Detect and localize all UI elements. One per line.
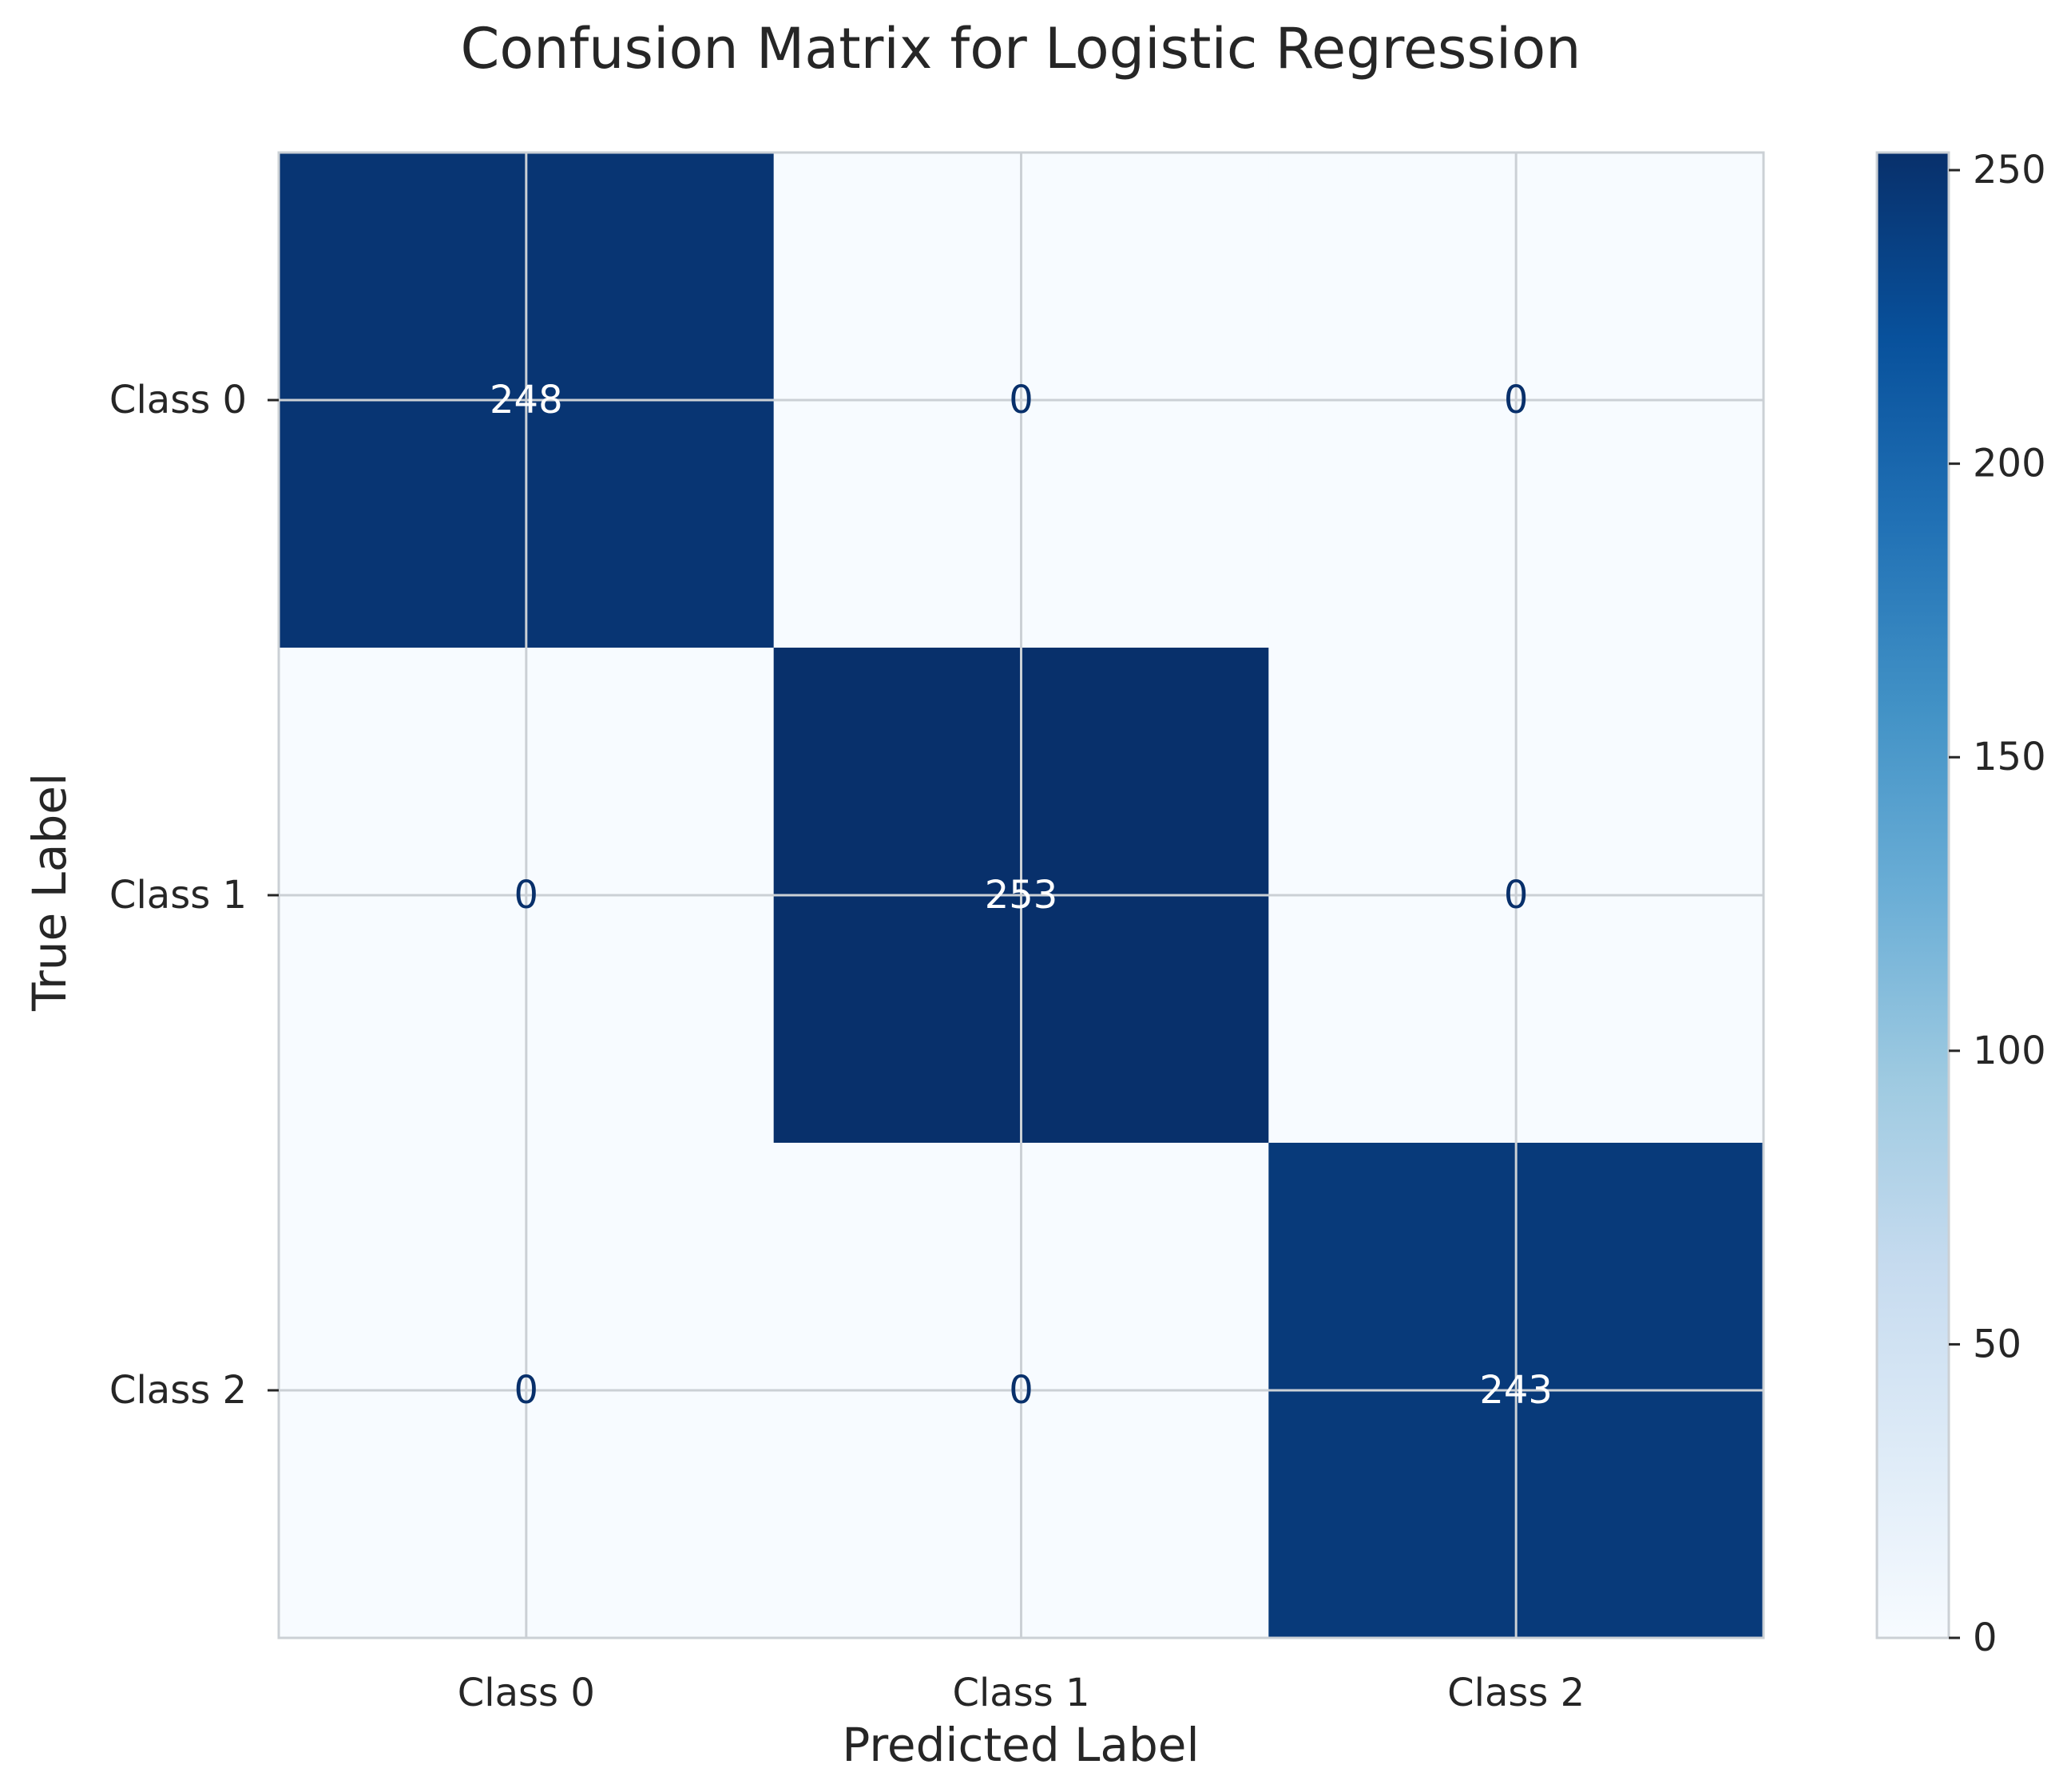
y-tick-label: Class 0 xyxy=(109,378,247,422)
x-tick-label: Class 0 xyxy=(458,1671,595,1715)
cell-value-label: 0 xyxy=(1504,873,1529,918)
cell-value-label: 0 xyxy=(1009,1368,1034,1413)
x-tick-label: Class 2 xyxy=(1447,1671,1585,1715)
cell-value-label: 0 xyxy=(1009,378,1034,422)
cell-value-label: 0 xyxy=(514,1368,539,1413)
y-tick-label: Class 1 xyxy=(109,873,247,918)
axes: Class 0 Class 1 Class 2 Class 0 Class 1 Class… xyxy=(109,151,1765,1715)
chart-title: Confusion Matrix for Logistic Regression xyxy=(460,16,1581,81)
cell-value-label: 0 xyxy=(1504,378,1529,422)
colorbar-gradient xyxy=(1875,151,1950,1639)
x-tick-label: Class 1 xyxy=(952,1671,1089,1715)
cell-value-label: 243 xyxy=(1479,1368,1553,1413)
grid-lines xyxy=(279,153,1764,1638)
x-axis-label: Predicted Label xyxy=(842,1718,1199,1772)
y-tick-label: Class 2 xyxy=(109,1368,247,1413)
colorbar-tick-label: 100 xyxy=(1973,1029,2046,1073)
cell-value-label: 0 xyxy=(514,873,539,918)
cell-value-labels: 248 0 0 0 253 0 0 0 243 xyxy=(490,378,1553,1413)
colorbar-tick-label: 0 xyxy=(1973,1616,1998,1660)
y-axis-label: True Label xyxy=(22,773,77,1012)
colorbar-tick-label: 50 xyxy=(1973,1322,2021,1366)
colorbar-tick-label: 200 xyxy=(1973,442,2046,486)
colorbar-tick-label: 150 xyxy=(1973,735,2046,779)
cell-value-label: 248 xyxy=(490,378,563,422)
colorbar-tick-label: 250 xyxy=(1973,148,2046,192)
colorbar: 0 50 100 150 200 250 xyxy=(1875,148,2046,1660)
cell-value-label: 253 xyxy=(985,873,1058,918)
